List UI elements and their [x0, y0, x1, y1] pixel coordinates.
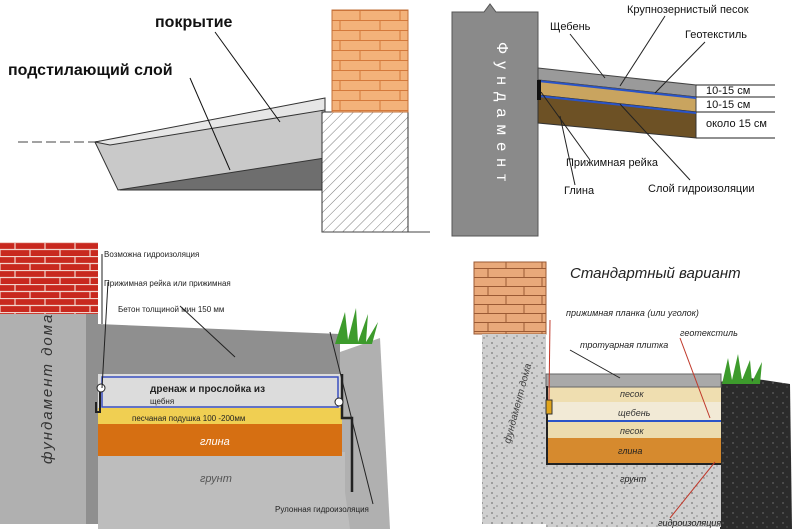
label-tile: тротуарная плитка: [580, 340, 668, 350]
cover-top-edge: [94, 97, 326, 146]
house-foundation: [0, 314, 98, 524]
grass-tuft: [335, 308, 378, 344]
leader-gravel: [569, 33, 606, 79]
pipe-left: [96, 383, 106, 393]
paving-tiles: [545, 373, 722, 388]
label-sand: Крупнозернистый песок: [627, 4, 749, 16]
leader-waterproof: [619, 103, 691, 181]
clamp-hook: [95, 392, 101, 413]
label-sandbed: песчаная подушка 100 -200мм: [132, 414, 245, 423]
soil-right: [340, 338, 390, 529]
red-brick-wall: [0, 242, 98, 314]
label-clamp: Прижимная рейка или прижимная: [104, 279, 231, 288]
label-geotextile: геотекстиль: [680, 328, 738, 338]
label-clay: Глина: [564, 185, 595, 197]
waterproof-line: [537, 95, 697, 114]
leader-clamp: [540, 91, 591, 161]
concrete-slab: [98, 324, 340, 374]
label-drain-2: щебня: [150, 397, 174, 406]
standard-variant-title: Стандартный вариант: [570, 265, 741, 282]
layer-sand-top: [546, 386, 721, 402]
clamp-bar: [545, 399, 553, 415]
leader-clamp: [101, 281, 109, 389]
label-clamp: прижимная планка (или уголок): [566, 308, 699, 318]
layer-sand-top-label: песок: [620, 389, 644, 399]
foundation-block: [451, 3, 539, 237]
waterproof-membrane: [340, 374, 354, 492]
layer-sand-bottom: [546, 422, 721, 438]
leader-concrete: [179, 305, 236, 358]
soil-bottom: [546, 465, 721, 527]
label-top: Возможна гидроизоляция: [104, 250, 199, 259]
layer-gravel: [546, 402, 721, 422]
drain-layer: [98, 374, 342, 408]
clay-layer: [98, 424, 342, 456]
grass-tuft: [722, 354, 762, 384]
leader-sand: [619, 15, 666, 87]
layer-soil-label: грунт: [620, 474, 647, 484]
dim-3: около 15 см: [706, 118, 767, 130]
sand-bed: [98, 408, 342, 424]
label-gravel: Щебень: [550, 21, 591, 33]
layer-clay: [546, 438, 721, 463]
dark-soil-right: [718, 378, 792, 529]
panel-foundation-section: Фундамент 10-15 см 10-15 см около 15 см …: [440, 0, 796, 242]
label-waterproof: Слой гидроизоляции: [648, 183, 755, 195]
label-base: подстилающий слой: [8, 62, 173, 79]
label-clamp: Прижимная рейка: [566, 157, 659, 169]
leader-cover: [214, 31, 281, 123]
label-concrete: Бетон толщиной мин 150 мм: [118, 305, 224, 314]
soil-bottom: [98, 452, 350, 529]
leader-clay: [559, 115, 576, 186]
label-soil: грунт: [200, 473, 232, 485]
layer-clay-label: глина: [618, 446, 642, 456]
label-cover: покрытие: [155, 14, 233, 31]
panel-standard-variant: Стандартный вариант фундамент дома прижи…: [470, 250, 796, 529]
leader-tile: [569, 349, 621, 379]
dim-1: 10-15 см: [706, 85, 750, 97]
label-clay: глина: [200, 436, 230, 448]
foundation-label: Фундамент: [493, 42, 510, 188]
pavement-layers-diagram: покрытие подстилающий слой: [8, 9, 430, 233]
panel-pavement-layers: покрытие подстилающий слой: [0, 0, 430, 242]
dim-2: 10-15 см: [706, 99, 750, 111]
foundation-section-diagram: Фундамент 10-15 см 10-15 см около 15 см …: [451, 3, 775, 237]
standard-variant-diagram: Стандартный вариант фундамент дома прижи…: [473, 261, 792, 529]
leader-base: [189, 77, 231, 171]
label-waterproof: Рулонная гидроизоляция: [275, 505, 369, 514]
panel-concrete-slab: фундамент дома Возможна гидроизоляция Пр…: [0, 242, 400, 529]
concrete-slab-diagram: фундамент дома Возможна гидроизоляция Пр…: [0, 242, 390, 529]
foundation-shade: [86, 314, 98, 524]
leader-geotextile: [654, 41, 706, 94]
house-foundation-label: фундамент дома: [39, 313, 56, 464]
layer-gravel-label: щебень: [618, 408, 651, 418]
layer-sand-bottom-label: песок: [620, 426, 644, 436]
house-foundation: [482, 334, 546, 524]
foundation-hatched: [321, 111, 409, 233]
leader-waterproof: [329, 331, 374, 505]
label-geotextile: Геотекстиль: [685, 29, 747, 41]
label-drain-1: дренаж и прослойка из: [150, 384, 265, 395]
leader-waterproof: [669, 461, 716, 519]
brick-wall: [331, 9, 409, 113]
label-waterproof: гидроизоляция: [658, 518, 721, 528]
clamp-strip: [537, 80, 541, 100]
leader-clamp: [548, 319, 551, 401]
pipe-right: [334, 397, 344, 407]
geotextile-line: [537, 80, 697, 99]
brick-wall: [473, 261, 547, 335]
leader-geotextile: [679, 337, 711, 419]
